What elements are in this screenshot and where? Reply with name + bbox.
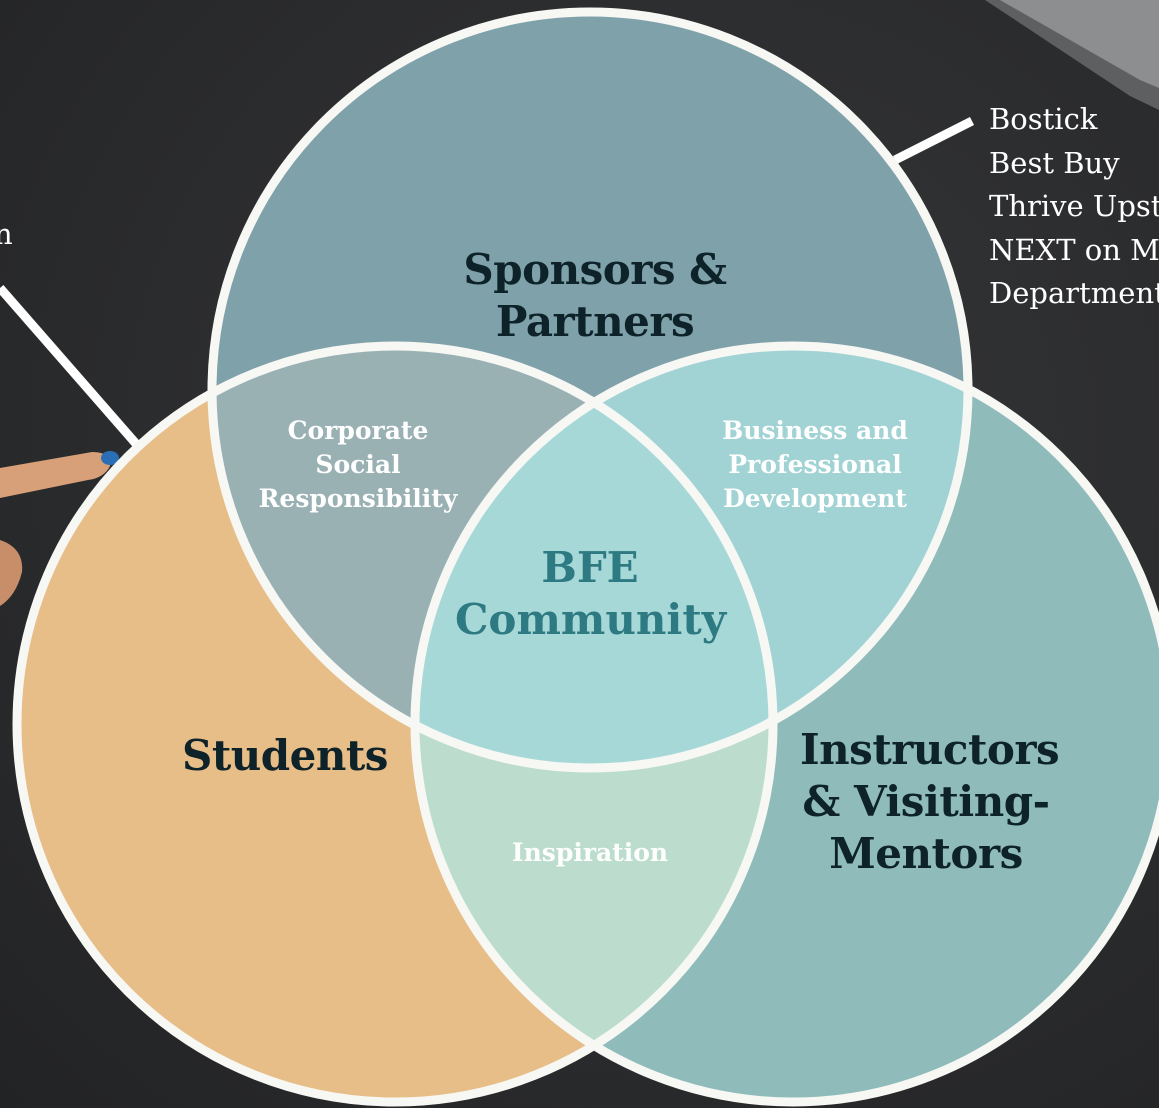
sponsor-list-item: Best Buy (989, 145, 1120, 180)
sponsor-connector-line (892, 116, 975, 165)
sponsor-list-item: Bostick (989, 102, 1098, 136)
laptop-corner-decoration (985, 0, 1159, 110)
center-overlap (415, 346, 773, 768)
left-list-fragment: n (0, 217, 13, 251)
bfe-community-label: BFE Community (455, 543, 727, 644)
students-label: Students (182, 731, 388, 780)
instructors-label: Instructors & Visiting-Mentors (800, 725, 1060, 878)
circle-outlines (12, 7, 1159, 1107)
business-professional-development-label: Business and Professional Development (722, 416, 908, 513)
sponsor-list-item: NEXT on Ma (989, 232, 1159, 267)
sponsors-label: Sponsors & Partners (463, 245, 727, 346)
corporate-social-responsibility-label: Corporate Social Responsibility (258, 416, 458, 513)
hand-with-pen-decoration (0, 451, 119, 606)
inspiration-label: Inspiration (511, 838, 669, 867)
left-connector-line (0, 285, 142, 449)
sponsor-list-item: Thrive Upsta (989, 189, 1159, 223)
sponsor-list-item: Department (989, 276, 1159, 310)
sponsor-list: Bostick Best Buy Thrive Upsta NEXT on Ma… (989, 98, 1159, 316)
